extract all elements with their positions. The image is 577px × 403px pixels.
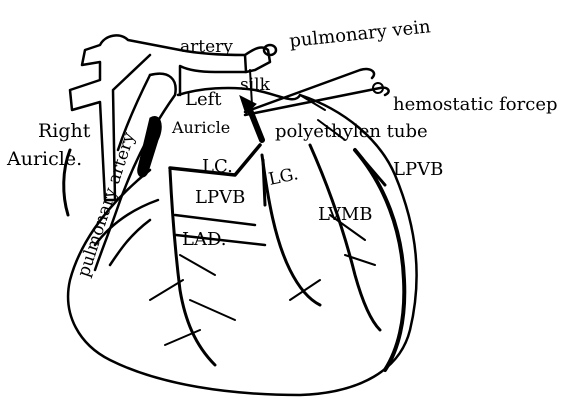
lpvb-right-vessel <box>355 150 385 185</box>
label-lvmb: LVMB <box>318 204 372 225</box>
label-pulmonary-vein: pulmonary vein <box>288 16 432 52</box>
lvmb-branches <box>290 215 375 300</box>
label-polyethylen-tube: polyethylen tube <box>275 121 428 142</box>
pulmonary-artery-blob <box>138 117 162 177</box>
label-auricle-right: Auricle. <box>6 148 82 170</box>
label-artery: artery <box>180 37 233 57</box>
label-pulmonary-artery: pulmonary artery <box>74 130 140 280</box>
polyethylen-tube <box>250 110 262 140</box>
label-lg: LG. <box>267 164 300 190</box>
label-right: Right <box>38 120 91 142</box>
lpvb-center-vessel <box>263 160 265 205</box>
label-left: Left <box>185 89 222 110</box>
lvmb-vessel <box>310 145 380 330</box>
artery-branch <box>245 48 270 72</box>
label-lc: LC. <box>202 156 233 177</box>
pulmonary-vein-stub <box>264 45 276 55</box>
label-silk: silk <box>240 75 271 95</box>
label-hemostatic-forcep: hemostatic forcep <box>393 94 558 115</box>
label-lad: LAD. <box>182 229 226 250</box>
lad-branch-1 <box>175 215 255 225</box>
label-auricle-left: Auricle <box>171 118 230 137</box>
label-lpvb-right: LPVB <box>393 159 443 180</box>
label-lpvb-center: LPVB <box>195 187 245 208</box>
